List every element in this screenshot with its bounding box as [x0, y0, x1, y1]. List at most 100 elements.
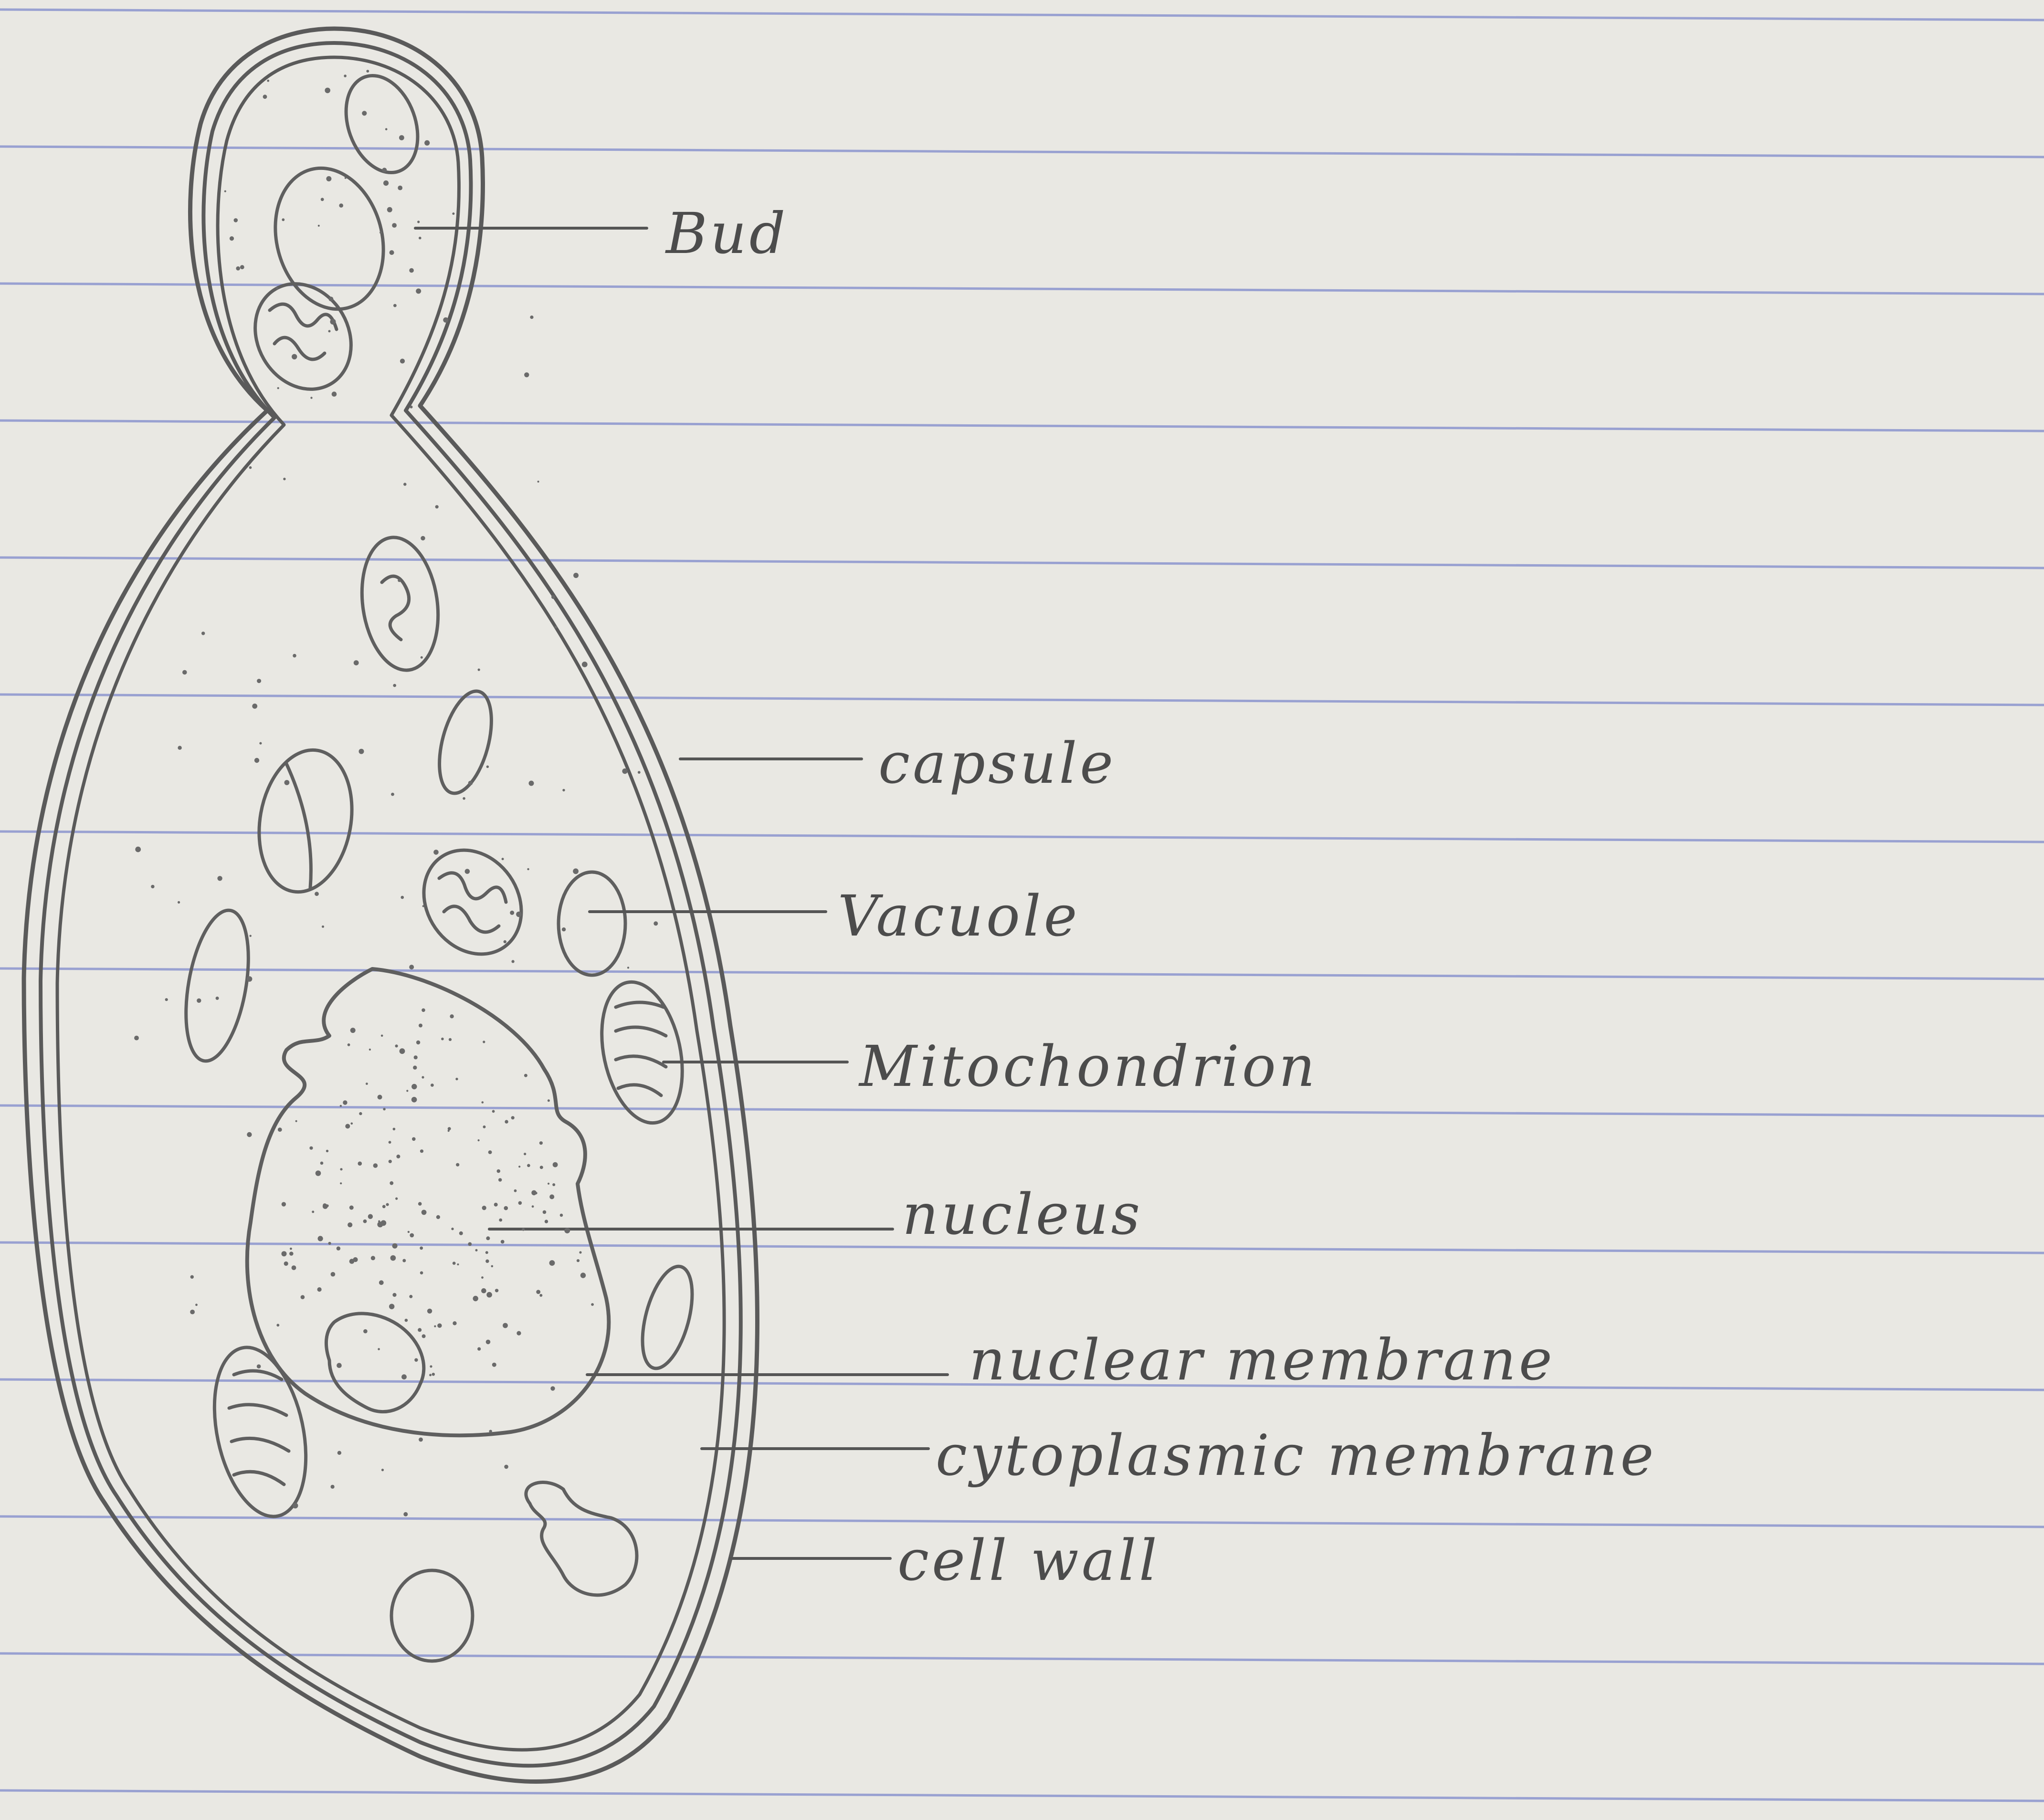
stipple-dot — [278, 1127, 282, 1132]
stipple-dot — [276, 287, 278, 289]
ruled-line — [0, 1653, 2044, 1664]
stipple-dot — [501, 1240, 505, 1244]
ruled-line — [0, 694, 2044, 705]
stipple-dot — [135, 847, 141, 852]
stipple-dot — [337, 1363, 342, 1368]
stipple-dot — [391, 793, 394, 796]
stipple-dot — [422, 1334, 426, 1338]
stipple-dot — [293, 654, 296, 658]
stipple-dot — [537, 481, 539, 483]
stipple-dot — [348, 1222, 352, 1227]
stipple-dot — [348, 1043, 350, 1046]
stipple-dot — [536, 1290, 540, 1294]
stipple-dot — [429, 1374, 432, 1376]
stipple-dot — [477, 1347, 481, 1351]
stipple-dot — [465, 869, 470, 874]
stipple-dot — [195, 1304, 198, 1306]
stipple-dot — [402, 1259, 406, 1262]
stipple-dot — [395, 1044, 398, 1047]
stipple-dot — [398, 579, 401, 582]
stipple-dot — [292, 354, 297, 359]
stipple-dot — [591, 1303, 594, 1306]
stipple-dot — [518, 1166, 520, 1168]
stipple-dot — [283, 478, 285, 480]
stipple-dot — [350, 1028, 356, 1033]
stipple-dot — [504, 1206, 508, 1210]
stipple-dot — [577, 1259, 579, 1262]
stipple-dot — [419, 1438, 423, 1442]
stipple-dot — [411, 1084, 417, 1089]
stipple-dot — [165, 998, 168, 1001]
stipple-dot — [178, 901, 180, 904]
stipple-dot — [371, 1256, 375, 1260]
stipple-dot — [514, 1189, 517, 1192]
stipple-dot — [527, 1164, 530, 1168]
stipple-dot — [366, 1083, 368, 1085]
stipple-dot — [290, 1248, 292, 1250]
stipple-dot — [579, 1251, 581, 1253]
stipple-dot — [401, 1374, 407, 1379]
stipple-dot — [451, 1228, 453, 1230]
stipple-dot — [409, 268, 414, 273]
stipple-dot — [510, 911, 514, 915]
stipple-dot — [322, 926, 324, 928]
stipple-dot — [418, 1328, 421, 1332]
stipple-dot — [331, 1485, 335, 1489]
stipple-dot — [309, 1147, 313, 1150]
stipple-dot — [284, 780, 290, 785]
stipple-dot — [254, 758, 259, 763]
stipple-dot — [495, 1289, 498, 1292]
stipple-dot — [392, 223, 397, 228]
stipple-dot — [420, 1271, 423, 1274]
stipple-dot — [378, 1348, 380, 1350]
stipple-dot — [549, 1260, 555, 1266]
stipple-dot — [414, 1358, 418, 1362]
stipple-dot — [529, 781, 534, 786]
stipple-dot — [436, 1215, 440, 1219]
stipple-dot — [406, 1090, 408, 1092]
stipple-dot — [386, 1203, 389, 1206]
stipple-dot — [653, 921, 658, 926]
stipple-dot — [292, 1265, 296, 1270]
stipple-dot — [463, 797, 465, 800]
ruled-line — [0, 421, 2044, 431]
stipple-dot — [562, 789, 565, 791]
stipple-dot — [450, 1014, 453, 1018]
stipple-dot — [530, 316, 533, 319]
stipple-dot — [422, 905, 424, 907]
stipple-dot — [497, 1169, 501, 1173]
stipple-dot — [433, 850, 439, 855]
stipple-dot — [393, 1128, 396, 1131]
stipple-dot — [582, 662, 588, 667]
stipple-dot — [434, 1326, 436, 1327]
stipple-dot — [393, 684, 396, 687]
stipple-dot — [502, 858, 504, 860]
ruled-line — [0, 968, 2044, 979]
stipple-dot — [550, 1386, 555, 1390]
stipple-dot — [437, 1324, 442, 1328]
stipple-dot — [555, 626, 558, 629]
stipple-dot — [284, 1262, 288, 1266]
stipple-dot — [573, 573, 579, 578]
stipple-dot — [257, 679, 261, 683]
stipple-dot — [217, 876, 222, 881]
stipple-dot — [345, 177, 347, 179]
stipple-dot — [190, 1310, 195, 1315]
stipple-dot — [340, 1105, 342, 1107]
stipple-dot — [366, 70, 369, 73]
stipple-dot — [349, 1259, 355, 1264]
stipple-dot — [483, 1041, 485, 1043]
stipple-dot — [383, 180, 389, 186]
stipple-dot — [435, 505, 439, 508]
stipple-dot — [524, 1153, 526, 1155]
stipple-dot — [498, 1178, 502, 1181]
stipple-dot — [552, 1183, 555, 1186]
stipple-dot — [427, 1309, 432, 1314]
stipple-dot — [545, 1220, 548, 1223]
stipple-dot — [492, 1363, 496, 1367]
stipple-dot — [443, 317, 448, 323]
stipple-dot — [392, 1243, 398, 1249]
stipple-dot — [486, 1236, 490, 1240]
